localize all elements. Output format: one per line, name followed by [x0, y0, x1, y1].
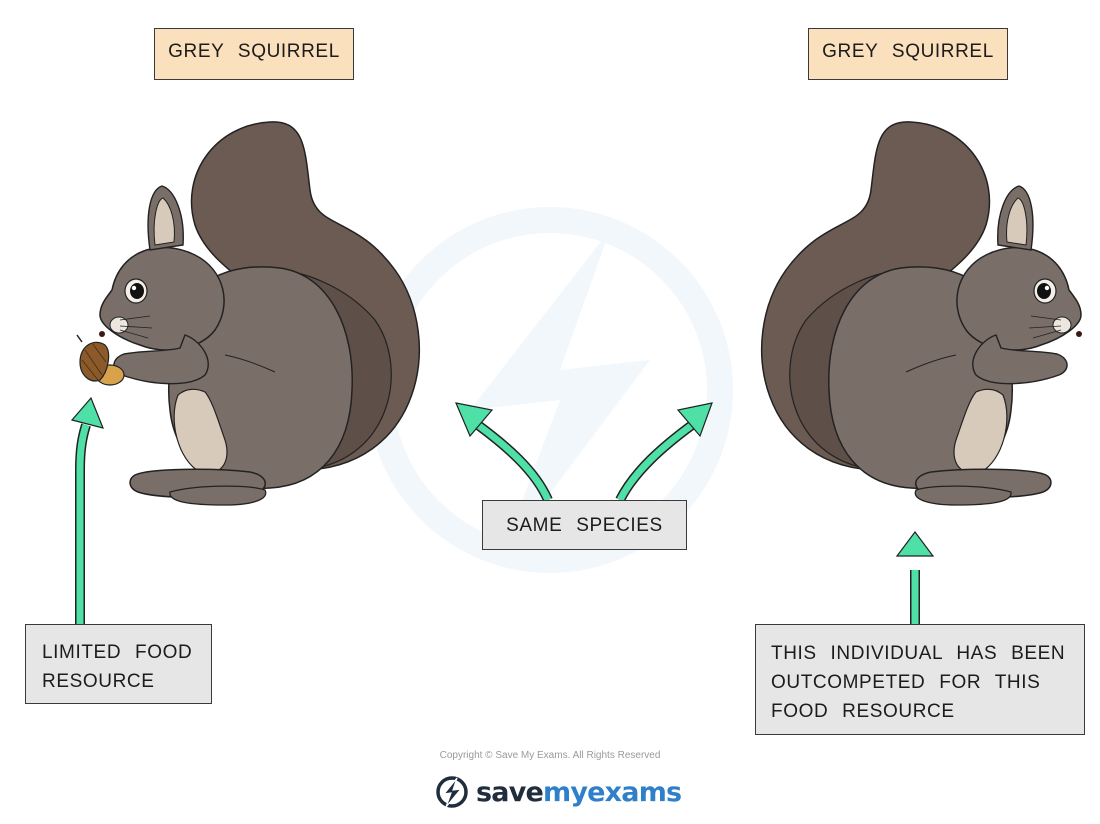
label-grey-squirrel-left: GREY SQUIRREL: [154, 28, 354, 80]
brand-logo: savemyexams: [434, 770, 682, 814]
label-limited-food-resource: LIMITED FOOD RESOURCE: [25, 624, 212, 704]
label-line: FOOD RESOURCE: [771, 701, 955, 722]
label-grey-squirrel-right: GREY SQUIRREL: [808, 28, 1008, 80]
label-outcompeted: THIS INDIVIDUAL HAS BEEN OUTCOMPETED FOR…: [755, 624, 1085, 735]
arrow-same-species-left: [455, 402, 553, 503]
label-same-species: SAME SPECIES: [482, 500, 687, 550]
grey-squirrel-left: [76, 121, 421, 506]
brand-exams: exams: [587, 776, 682, 808]
arrow-limited-food: [70, 396, 104, 624]
label-line: LIMITED FOOD: [42, 642, 193, 663]
label-line: THIS INDIVIDUAL HAS BEEN: [771, 643, 1066, 664]
grey-squirrel-right: [760, 121, 1083, 506]
acorn-icon: [76, 334, 125, 386]
brand-wordmark: savemyexams: [476, 776, 682, 808]
arrow-outcompeted: [895, 531, 935, 624]
label-line: OUTCOMPETED FOR THIS: [771, 672, 1041, 693]
lightning-bolt-circle-icon: [436, 776, 468, 808]
label-line: RESOURCE: [42, 671, 155, 692]
brand-my: my: [543, 776, 588, 808]
arrow-same-species-right: [615, 402, 713, 503]
brand-save: save: [476, 776, 544, 808]
copyright-notice: Copyright © Save My Exams. All Rights Re…: [439, 750, 661, 761]
